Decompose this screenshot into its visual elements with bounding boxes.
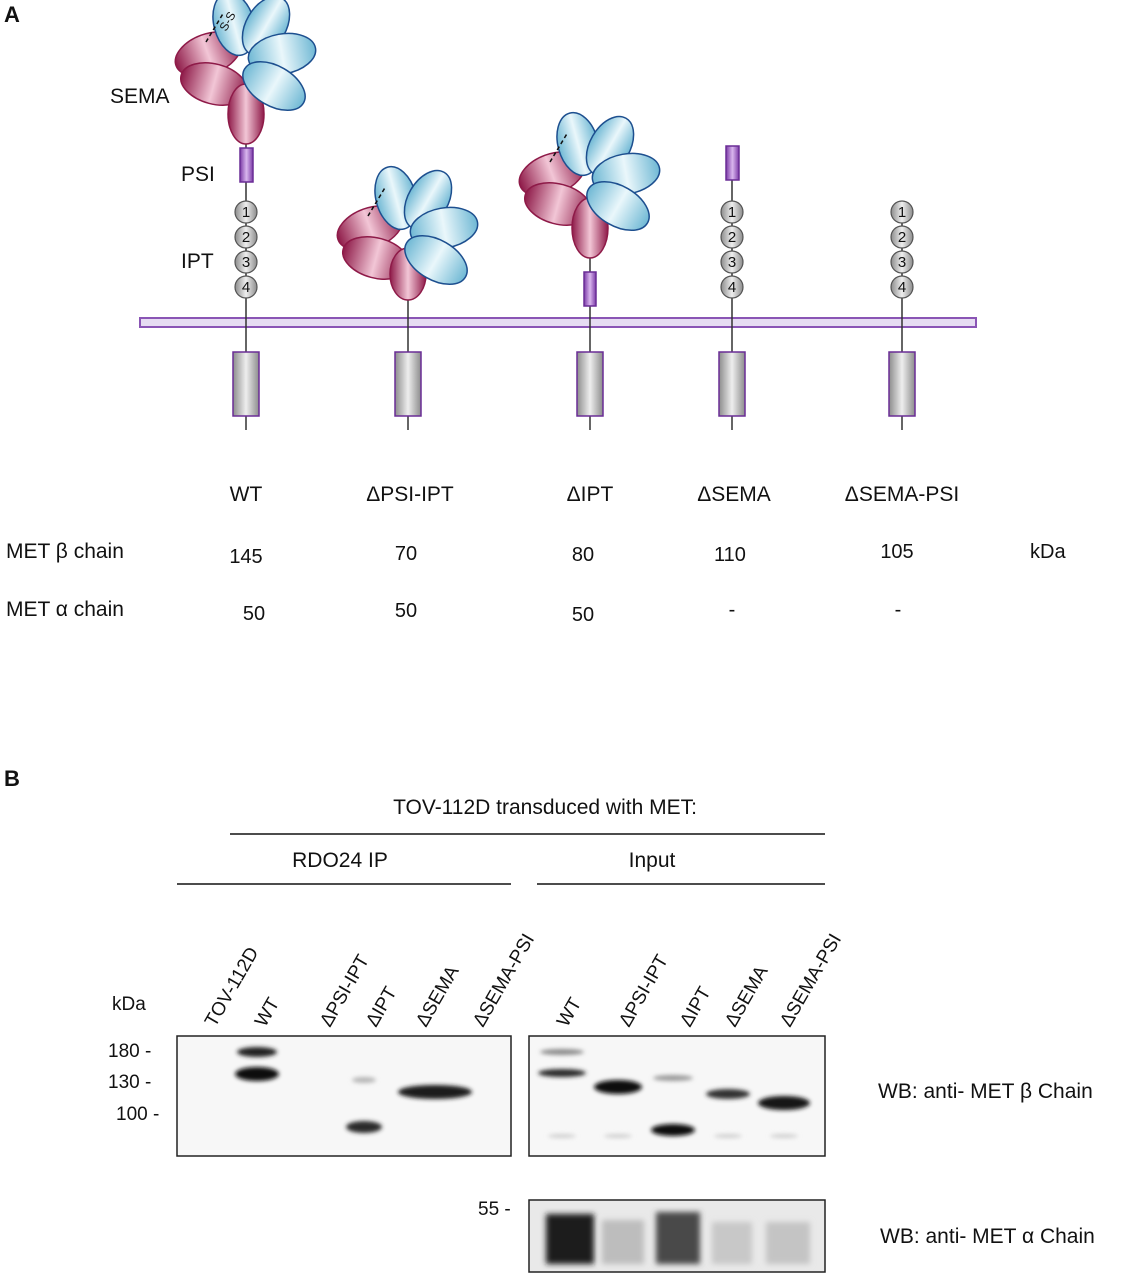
- input-group-label: Input: [629, 849, 676, 872]
- input-lane-dpsi-ipt: ΔPSI-IPT: [615, 951, 673, 1030]
- sema-domain: [336, 165, 479, 301]
- marker-130: 130 -: [108, 1072, 151, 1093]
- dpsi-ipt-receptor: [336, 165, 479, 430]
- construct-label-dsema: ΔSEMA: [697, 483, 771, 506]
- wb-alpha-label: WB: anti- MET α Chain: [880, 1225, 1095, 1248]
- panel-b-letter: B: [4, 766, 20, 791]
- ipt-3-label: 3: [898, 254, 906, 271]
- input-lane-dsema-psi: ΔSEMA-PSI: [776, 930, 846, 1030]
- cell-membrane: [139, 317, 977, 328]
- beta-mw-dsema: 110: [714, 544, 746, 566]
- marker-100: 100 -: [116, 1104, 159, 1125]
- beta-mw-dipt: 80: [572, 544, 594, 566]
- beta-mw-dsema-psi: 105: [880, 541, 913, 563]
- ipt-4-label: 4: [898, 279, 906, 296]
- kinase-domain: [576, 351, 604, 417]
- beta-mw-wt: 145: [229, 546, 262, 568]
- kda-unit-label: kDa: [1030, 541, 1066, 563]
- alpha-mw-dsema-psi: -: [895, 599, 902, 621]
- kinase-domain: [232, 351, 260, 417]
- dsema-receptor: 1 2 3 4: [718, 145, 746, 430]
- beta-chain-row-label: MET β chain: [6, 540, 124, 563]
- construct-label-dipt: ΔIPT: [567, 483, 614, 506]
- psi-domain: [725, 145, 740, 181]
- ipt-4-label: 4: [242, 279, 250, 296]
- ip-group-label: RDO24 IP: [292, 849, 388, 872]
- beta-mw-dpsi-ipt: 70: [395, 543, 417, 565]
- ip-lane-dsema-psi: ΔSEMA-PSI: [469, 930, 539, 1030]
- kinase-domain: [394, 351, 422, 417]
- ipt-2-label: 2: [242, 229, 250, 246]
- psi-domain: [239, 147, 254, 183]
- psi-domain-label: PSI: [181, 163, 215, 186]
- ipt-2-label: 2: [728, 229, 736, 246]
- ipt-domains: 1 2 3 4: [234, 200, 258, 299]
- construct-label-wt: WT: [230, 483, 263, 506]
- alpha-mw-dsema: -: [729, 599, 736, 621]
- blot-input-beta: [528, 1035, 826, 1157]
- marker-55: 55 -: [478, 1199, 511, 1220]
- ipt-2-label: 2: [898, 229, 906, 246]
- ipt-1-label: 1: [242, 204, 250, 221]
- kinase-domain: [888, 351, 916, 417]
- alpha-mw-dipt: 50: [572, 604, 594, 626]
- ip-lane-wt: WT: [251, 994, 284, 1030]
- panel-b-header: TOV-112D transduced with MET:: [393, 796, 697, 819]
- wt-receptor: S-S 1 2 3 4: [174, 0, 317, 430]
- ip-lane-dipt: ΔIPT: [362, 983, 402, 1030]
- dipt-receptor: [518, 111, 661, 430]
- ipt-3-label: 3: [242, 254, 250, 271]
- wb-beta-label: WB: anti- MET β Chain: [878, 1080, 1093, 1103]
- alpha-chain-row-label: MET α chain: [6, 598, 124, 621]
- input-lane-dipt: ΔIPT: [676, 983, 716, 1030]
- sema-domain: [518, 111, 661, 259]
- ipt-3-label: 3: [728, 254, 736, 271]
- ip-lane-dsema: ΔSEMA: [412, 962, 464, 1030]
- ipt-1-label: 1: [728, 204, 736, 221]
- ipt-1-label: 1: [898, 204, 906, 221]
- marker-180: 180 -: [108, 1041, 151, 1062]
- psi-domain: [583, 271, 597, 307]
- panel-a-letter: A: [4, 2, 20, 27]
- alpha-mw-dpsi-ipt: 50: [395, 600, 417, 622]
- kinase-domain: [718, 351, 746, 417]
- blot-input-alpha: [528, 1199, 826, 1273]
- dsema-psi-receptor: 1 2 3 4: [888, 200, 916, 430]
- alpha-mw-wt: 50: [243, 603, 265, 625]
- blot-kda-label: kDa: [112, 994, 146, 1015]
- ipt-4-label: 4: [728, 279, 736, 296]
- sema-domain: S-S: [174, 0, 317, 145]
- ipt-domain-label: IPT: [181, 250, 214, 273]
- blot-ip-beta: [176, 1035, 512, 1157]
- construct-label-dpsi-ipt: ΔPSI-IPT: [366, 483, 454, 506]
- sema-domain-label: SEMA: [110, 85, 170, 108]
- input-lane-dsema: ΔSEMA: [721, 962, 773, 1030]
- construct-label-dsema-psi: ΔSEMA-PSI: [845, 483, 959, 506]
- input-lane-wt: WT: [553, 994, 586, 1030]
